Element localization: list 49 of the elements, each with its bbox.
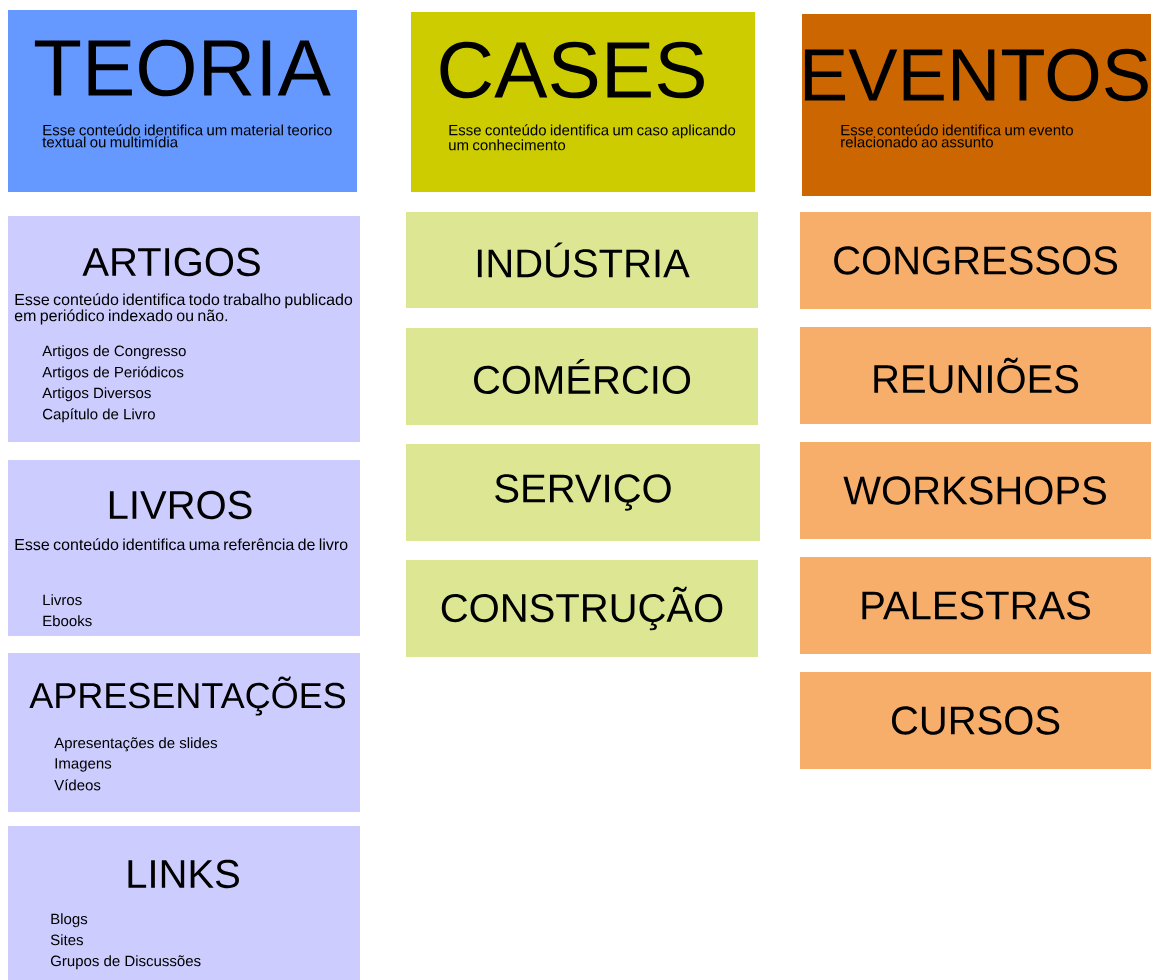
title: WORKSHOPS — [843, 476, 1106, 505]
list-item: Artigos Diversos — [42, 387, 151, 402]
category-box — [406, 328, 758, 425]
description: Esse conteúdo identifica um evento relacionado ao assunto — [841, 124, 1073, 148]
list-item: Vídeos — [54, 779, 101, 791]
title: SERVIÇO — [495, 474, 671, 511]
category-box — [800, 212, 1151, 309]
list-item: Sites — [50, 934, 83, 946]
title: REUNIÕES — [874, 357, 1079, 394]
category-box — [802, 14, 1151, 196]
title: EVENTOS — [804, 48, 1148, 102]
category-box — [406, 560, 758, 657]
list-item: Ebooks — [43, 615, 92, 627]
title: COMÉRCIO — [474, 359, 691, 395]
category-box — [8, 653, 360, 812]
description: Esse conteúdo identifica um material teorico textual ou multimídia — [42, 124, 332, 148]
category-box — [800, 672, 1151, 769]
category-box — [406, 212, 758, 308]
category-box — [8, 10, 357, 192]
category-box — [8, 826, 360, 980]
title: LIVROS — [109, 490, 252, 520]
title: INDÚSTRIA — [477, 242, 690, 278]
category-box — [8, 460, 360, 636]
description: Esse conteúdo identifica todo trabalho publicado em periódico indexado ou não. — [14, 293, 353, 325]
list-item: Imagens — [55, 758, 112, 772]
title: CURSOS — [891, 706, 1060, 735]
category-box — [406, 444, 760, 541]
title: TEORIA — [34, 39, 331, 97]
description: Esse conteúdo identifica uma referência de livro — [15, 538, 348, 551]
category-box — [800, 442, 1151, 539]
list-item: Apresentações de slides — [54, 737, 218, 752]
title: CONSTRUÇÃO — [441, 586, 723, 631]
category-box — [800, 327, 1151, 424]
list-item: Capítulo de Livro — [42, 408, 155, 423]
category-box — [800, 557, 1151, 654]
list-item: Livros — [43, 594, 82, 606]
list-item: Artigos de Periódicos — [42, 366, 184, 381]
list-item: Artigos de Congresso — [42, 345, 186, 360]
list-item: Blogs — [51, 913, 88, 928]
title: CONGRESSOS — [834, 246, 1118, 275]
title: APRESENTAÇÕES — [29, 676, 346, 716]
description: Esse conteúdo identifica um caso aplicando um conhecimento — [449, 124, 736, 151]
title: ARTIGOS — [82, 247, 260, 277]
list-item: Grupos de Discussões — [50, 955, 201, 970]
title: PALESTRAS — [862, 591, 1090, 620]
title: CASES — [440, 41, 704, 99]
title: LINKS — [128, 859, 239, 889]
category-box — [411, 12, 755, 192]
category-box — [8, 216, 360, 442]
